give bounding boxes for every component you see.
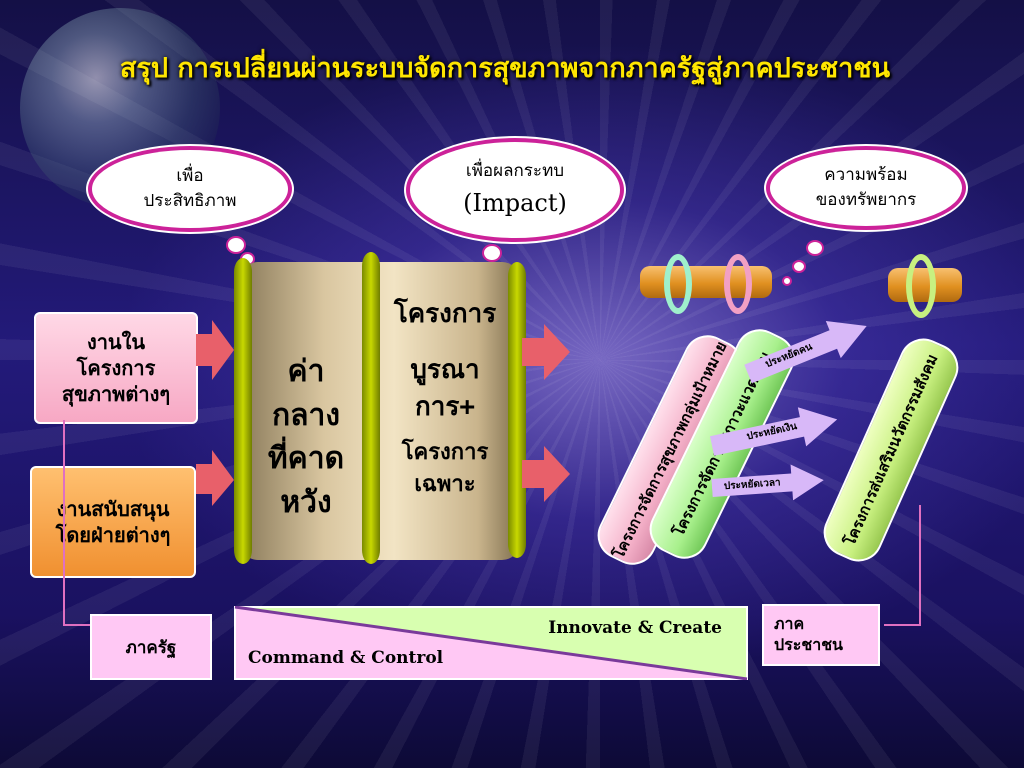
- cloud-impact: เพื่อผลกระทบ (Impact): [410, 142, 620, 238]
- drum-middle-edge: [362, 252, 380, 564]
- integrated-project-text: โครงการ บูรณาการ+ โครงการเฉพาะ: [382, 296, 508, 501]
- arrow-right-icon: [196, 450, 234, 506]
- save-time-arrow: ประหยัดเวลา: [711, 462, 825, 506]
- slide-title: สรุป การเปลี่ยนผ่านระบบจัดการสุขภาพจากภา…: [119, 53, 891, 84]
- support-work-line1: งานสนับสนุน: [56, 497, 170, 521]
- innovate-create-label: Innovate & Create: [548, 618, 722, 638]
- health-projects-line2: โครงการ: [76, 356, 156, 380]
- arrow-right-icon: [196, 320, 234, 380]
- save-people-arrow: ประหยัดคน: [741, 308, 875, 393]
- cloud-impact-line2: (Impact): [463, 188, 567, 217]
- ring-pink: [664, 254, 692, 314]
- expected-value-line2: ที่คาดหวัง: [267, 441, 345, 520]
- output-arrows: [522, 324, 570, 502]
- support-work-line2: โดยฝ่ายต่างๆ: [55, 523, 171, 547]
- thought-bubble: [482, 244, 502, 262]
- health-projects-line1: งานใน: [86, 330, 146, 354]
- transition-wedge: [234, 606, 748, 680]
- integrated-project-line1: โครงการ: [393, 299, 497, 329]
- arrow-right-icon: [522, 446, 570, 502]
- arrow-right-icon: [711, 464, 824, 501]
- drum-left-edge: [234, 258, 252, 564]
- thought-bubble: [806, 240, 824, 256]
- arrow-right-icon: [744, 320, 867, 384]
- thought-bubble: [782, 276, 792, 286]
- integrated-project-line3: โครงการเฉพาะ: [401, 440, 489, 497]
- save-money-arrow: ประหยัดเงิน: [708, 400, 842, 466]
- cloud-resources-line1: ความพร้อม: [824, 164, 908, 185]
- arrow-right-icon: [522, 324, 570, 380]
- ring-pink: [724, 254, 752, 314]
- cloud-resources-line2: ของทรัพยากร: [815, 190, 917, 210]
- public-sector-line2: ประชาชน: [774, 634, 843, 654]
- transition-bar: Innovate & Create Command & Control: [234, 606, 750, 680]
- public-sector-line1: ภาค: [774, 614, 805, 633]
- health-projects-line3: สุขภาพต่างๆ: [61, 382, 171, 406]
- state-sector-label: ภาครัฐ: [90, 614, 212, 680]
- public-sector-label: ภาค ประชาชน: [762, 604, 880, 666]
- cloud-efficiency-line2: ประสิทธิภาพ: [143, 191, 237, 211]
- drum-right-edge: [508, 262, 526, 558]
- thought-bubble: [792, 260, 806, 273]
- health-projects-box: งานใน โครงการ สุขภาพต่างๆ: [34, 312, 198, 424]
- integrated-project-line2: บูรณาการ+: [410, 354, 480, 423]
- support-work-box: งานสนับสนุน โดยฝ่ายต่างๆ: [30, 466, 196, 578]
- value-drum: [240, 262, 520, 560]
- cloud-efficiency: เพื่อ ประสิทธิภาพ: [92, 150, 288, 228]
- input-arrows: [196, 320, 234, 506]
- ring-green: [906, 254, 936, 318]
- thought-bubble: [226, 236, 246, 254]
- cloud-efficiency-line1: เพื่อ: [176, 165, 204, 186]
- cloud-impact-line1: เพื่อผลกระทบ: [465, 161, 565, 182]
- cloud-resources: ความพร้อม ของทรัพยากร: [770, 150, 962, 226]
- command-control-label: Command & Control: [248, 648, 444, 668]
- expected-value-line1: ค่ากลาง: [271, 354, 341, 433]
- state-sector-text: ภาครัฐ: [125, 637, 177, 658]
- expected-value-text: ค่ากลาง ที่คาดหวัง: [254, 350, 358, 524]
- arrow-right-icon: [709, 407, 838, 456]
